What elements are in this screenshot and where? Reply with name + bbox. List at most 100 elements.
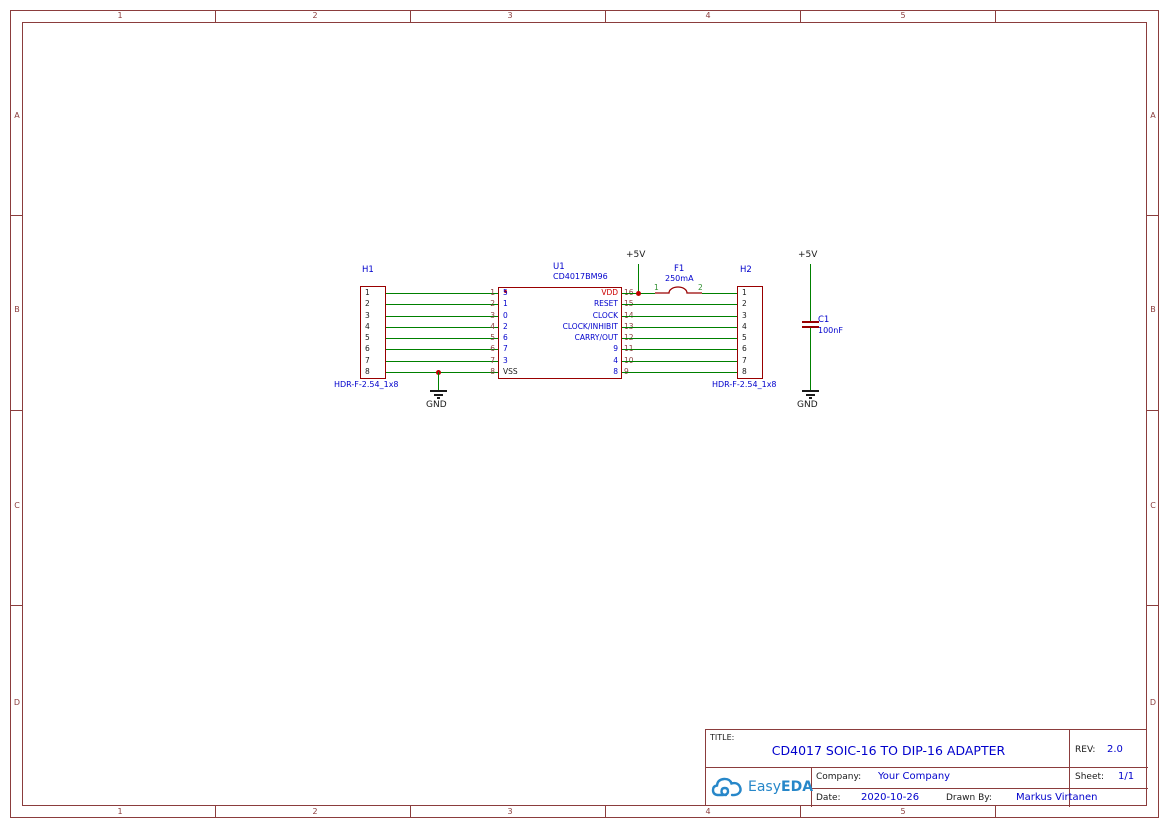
pin-label: 4: [613, 356, 618, 365]
wire[interactable]: [438, 372, 439, 390]
wire[interactable]: [386, 361, 498, 362]
gnd-net-flag[interactable]: GND: [426, 400, 447, 410]
u1-refdes[interactable]: U1: [553, 262, 565, 272]
connector-pin-number: 7: [365, 356, 370, 365]
sheet-value[interactable]: 1/1: [1118, 771, 1135, 782]
wire[interactable]: [622, 349, 737, 350]
gnd-bar: [437, 397, 440, 399]
power-flag-5v[interactable]: +5V: [798, 250, 818, 260]
pin-label: 7: [503, 344, 508, 353]
pin-number: 16: [624, 288, 634, 297]
pin-number: 14: [624, 311, 634, 320]
capacitor-plate: [802, 321, 819, 323]
pin1-marker-dot: [504, 290, 507, 293]
frame-tick: [605, 806, 606, 818]
pin-number: 15: [624, 299, 634, 308]
gnd-net-flag[interactable]: GND: [797, 400, 818, 410]
rev-label: REV:: [1075, 745, 1096, 755]
wire[interactable]: [702, 293, 737, 294]
company-label: Company:: [816, 772, 862, 782]
wire[interactable]: [638, 264, 639, 293]
h2-connector-body[interactable]: [737, 286, 763, 379]
frame-tick: [1147, 605, 1159, 606]
connector-pin-number: 6: [365, 344, 370, 353]
date-value[interactable]: 2020-10-26: [861, 792, 920, 803]
connector-pin-number: 8: [365, 367, 370, 376]
title-block-line: [1069, 730, 1070, 807]
frame-column-label: 1: [117, 807, 123, 816]
company-value[interactable]: Your Company: [878, 771, 951, 782]
connector-pin-number: 3: [742, 311, 747, 320]
frame-row-label: C: [1150, 501, 1156, 510]
wire[interactable]: [810, 264, 811, 321]
pin-number: 1: [654, 283, 659, 292]
pin-number: 4: [490, 322, 495, 331]
wire[interactable]: [386, 327, 498, 328]
wire[interactable]: [622, 304, 737, 305]
pin-number: 7: [490, 356, 495, 365]
connector-pin-number: 2: [742, 299, 747, 308]
wire[interactable]: [386, 304, 498, 305]
f1-value-label[interactable]: 250mA: [665, 274, 694, 283]
rev-value[interactable]: 2.0: [1107, 744, 1123, 755]
pin-label: CARRY/OUT: [574, 333, 618, 342]
pin-label: 1: [503, 299, 508, 308]
pin-number: 11: [624, 344, 634, 353]
connector-pin-number: 5: [365, 333, 370, 342]
pin-number: 9: [624, 367, 629, 376]
h2-footprint-label[interactable]: HDR-F-2.54_1x8: [712, 380, 777, 389]
wire[interactable]: [386, 338, 498, 339]
connector-pin-number: 1: [365, 288, 370, 297]
sheet-title[interactable]: CD4017 SOIC-16 TO DIP-16 ADAPTER: [771, 743, 1006, 758]
title-label: TITLE:: [710, 733, 735, 742]
wire[interactable]: [386, 349, 498, 350]
f1-refdes[interactable]: F1: [674, 264, 685, 274]
connector-pin-number: 7: [742, 356, 747, 365]
frame-outer-border: [10, 10, 1159, 818]
gnd-bar: [434, 394, 443, 396]
pin-label: CLOCK/INHIBIT: [562, 322, 618, 331]
frame-column-label: 5: [900, 807, 906, 816]
wire[interactable]: [386, 316, 498, 317]
power-flag-5v[interactable]: +5V: [626, 250, 646, 260]
drawn-by-value[interactable]: Markus Virtanen: [1016, 792, 1098, 803]
frame-tick: [800, 10, 801, 22]
pin-label: 0: [503, 311, 508, 320]
pin-label: RESET: [593, 299, 618, 308]
frame-column-label: 3: [507, 807, 513, 816]
wire[interactable]: [622, 361, 737, 362]
frame-row-label: B: [14, 305, 20, 314]
wire[interactable]: [386, 293, 498, 294]
frame-row-label: A: [1150, 111, 1156, 120]
u1-value-label[interactable]: CD4017BM96: [553, 272, 608, 281]
c1-refdes[interactable]: C1: [818, 315, 830, 325]
h1-footprint-label[interactable]: HDR-F-2.54_1x8: [334, 380, 399, 389]
pin-label: CLOCK: [592, 311, 618, 320]
h1-connector-body[interactable]: [360, 286, 386, 379]
connector-pin-number: 2: [365, 299, 370, 308]
pin-number: 6: [490, 344, 495, 353]
h1-refdes[interactable]: H1: [362, 265, 374, 275]
h2-refdes[interactable]: H2: [740, 265, 752, 275]
pin-number: 5: [490, 333, 495, 342]
pin-label: 3: [503, 356, 508, 365]
wire[interactable]: [622, 327, 737, 328]
pin-number: 12: [624, 333, 634, 342]
wire[interactable]: [386, 372, 498, 373]
fuse-symbol[interactable]: [655, 286, 702, 300]
frame-column-label: 4: [705, 11, 711, 20]
c1-value-label[interactable]: 100nF: [818, 326, 843, 335]
wire[interactable]: [622, 338, 737, 339]
pin-number: 13: [624, 322, 634, 331]
wire[interactable]: [810, 328, 811, 390]
u1-ic-body[interactable]: [498, 287, 622, 379]
pin-label-vdd: VDD: [601, 288, 618, 297]
drawn-by-label: Drawn By:: [946, 793, 992, 803]
easyeda-logo-icon: [711, 777, 742, 797]
wire[interactable]: [622, 316, 737, 317]
logo-text-easy: Easy: [748, 779, 782, 795]
pin-number: 2: [490, 299, 495, 308]
frame-row-label: B: [1150, 305, 1156, 314]
pin-label: 6: [503, 333, 508, 342]
wire[interactable]: [622, 372, 737, 373]
